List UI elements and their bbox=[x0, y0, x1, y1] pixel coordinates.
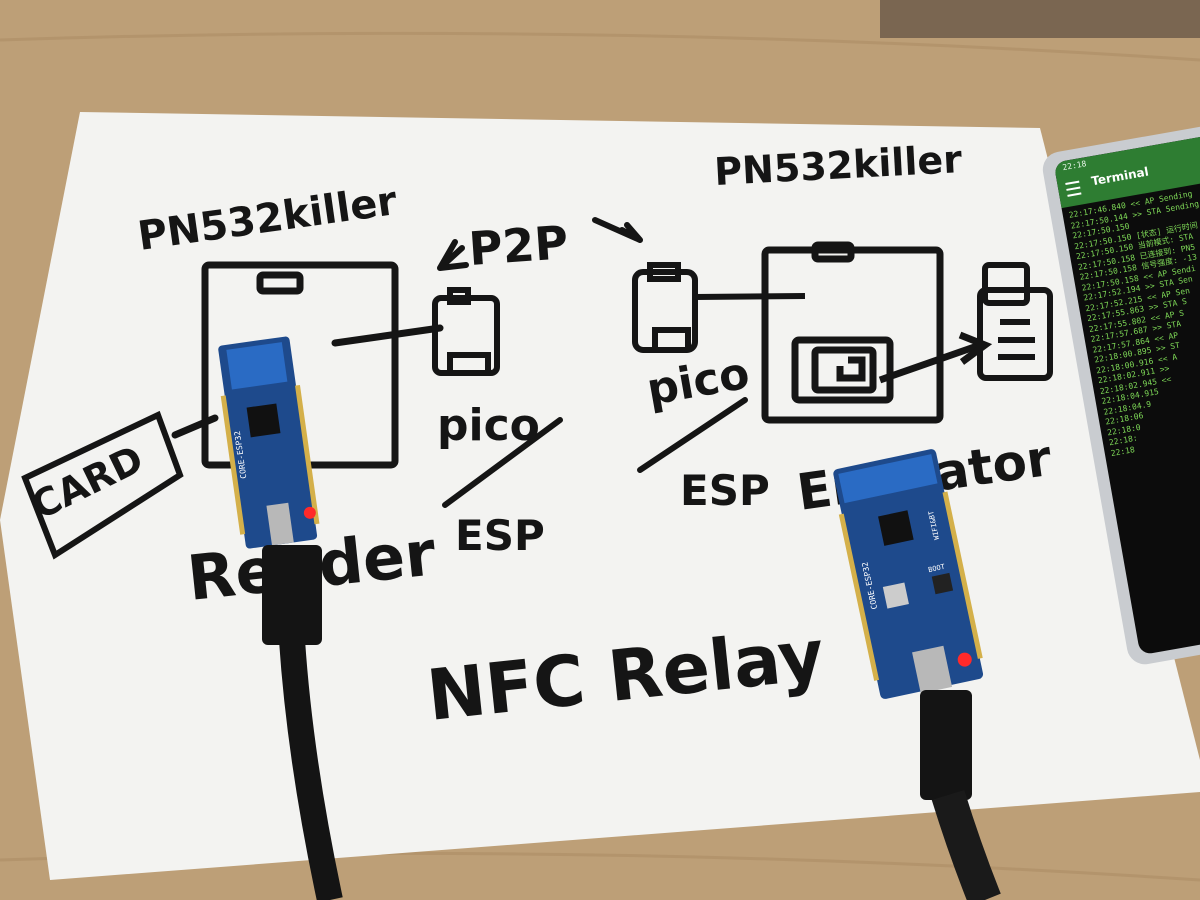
left-esp32-board: CORE-ESP32 bbox=[218, 336, 320, 549]
esp-right-label: ESP bbox=[680, 466, 770, 515]
box-edge bbox=[880, 0, 1200, 38]
left-pico-drawing bbox=[432, 287, 500, 376]
menu-icon[interactable] bbox=[1065, 180, 1082, 197]
right-pico-drawing bbox=[632, 262, 806, 353]
right-usb-cable bbox=[920, 690, 1001, 900]
separator-lines bbox=[442, 397, 748, 508]
emulator-antenna-drawing bbox=[761, 241, 993, 424]
left-usb-cable bbox=[262, 545, 343, 900]
card-drawing bbox=[21, 410, 184, 560]
left-board-led bbox=[303, 506, 316, 519]
pico-left-label: pico bbox=[437, 400, 540, 451]
p2p-label: P2P bbox=[467, 215, 570, 276]
esp-left-label: ESP bbox=[455, 511, 545, 560]
right-esp32-board: CORE-ESP32 BOOT WIFI&BT bbox=[833, 449, 984, 699]
right-board-boot: BOOT bbox=[928, 563, 947, 574]
terminal-device-drawing bbox=[977, 262, 1053, 381]
right-board-led bbox=[957, 652, 972, 667]
p2p-arrows bbox=[437, 217, 643, 271]
